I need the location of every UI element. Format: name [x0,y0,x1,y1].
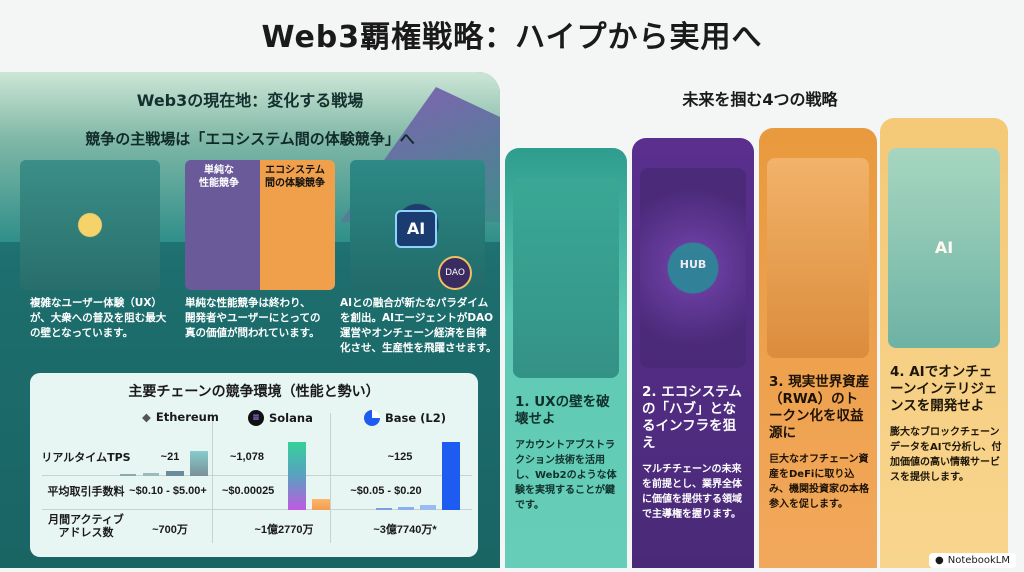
eth-bar [143,473,159,476]
current-state-panel: Web3の現在地：変化する戦場 競争の主戦場は「エコシステム間の体験競争」へ 単… [0,72,500,568]
performance-race-label: 単純な 性能競争 [199,165,239,189]
caption-performance: 単純な性能競争は終わり、 開発者やユーザーにとっての 真の価値が問われています。 [185,297,321,339]
sol-tps: ~1,078 [230,451,264,463]
row-label-tps: リアルタイムTPS [41,451,131,464]
row-label-fee: 平均取引手数料 [47,485,125,498]
ai-label: AI [934,238,954,257]
page-title: Web3覇権戦略：ハイプから実用へ [261,20,763,55]
strategy-title: 2. エコシステムの「ハブ」となるインフラを狙え [642,384,742,451]
strategy-body: 膨大なブロックチェーンデータをAIで分析し、付加価値の高い情報サービスを提供しま… [890,427,1002,483]
notebooklm-badge: ●NotebookLM [929,553,1016,568]
strategies-heading: 未来を掴む4つの戦略 [682,90,838,109]
strategy-body: マルチチェーンの未来を前提とし、業界全体に価値を提供する領域で主導権を握ります。 [642,464,742,520]
panel-subheading: 競争の主戦場は「エコシステム間の体験競争」へ [85,130,415,148]
table-title: 主要チェーンの競争環境（性能と勢い） [128,384,380,400]
strategy-body: アカウントアブストラクション技術を活用し、Web2のような体験を実現することが鍵… [515,440,617,511]
eth-bar [120,474,136,476]
base-bar [420,505,436,510]
ai-chip-icon: AI [395,210,437,248]
strategy-card-ux: 1. UXの壁を破壊せよ アカウントアブストラクション技術を活用し、Web2のよ… [505,148,627,568]
row-divider [42,475,472,476]
base-active-addresses: ~3億7740万* [373,524,437,536]
base-bar [442,442,460,510]
panel-heading: Web3の現在地：変化する戦場 [136,91,364,110]
strategy-title: 4. AIでオンチェーンインテリジェンスを開発せよ [890,364,998,414]
column-divider [330,413,331,543]
header-base: Base (L2) [364,410,446,426]
building-gold-illustration [767,158,869,358]
strategy-card-rwa: 3. 現実世界資産（RWA）のトークン化を収益源に 巨大なオフチェーン資産をDe… [759,128,877,568]
base-tps: ~125 [387,451,413,463]
header-solana: ≡ Solana [248,410,313,426]
strategy-card-ai: AI 4. AIでオンチェーンインテリジェンスを開発せよ 膨大なブロックチェーン… [880,118,1008,568]
eth-fee: ~$0.10 - $5.00+ [129,485,207,497]
hub-label: HUB [679,258,707,271]
base-bar [376,508,392,510]
column-divider [212,413,213,543]
chain-name: Solana [269,411,313,425]
strategy-title: 1. UXの壁を破壊せよ [515,394,610,427]
eth-active-addresses: ~700万 [152,524,188,536]
chain-name: Base (L2) [385,411,447,425]
header-ethereum: ◆ Ethereum [142,410,219,424]
strategy-title: 3. 現実世界資産（RWA）のトークン化を収益源に [769,374,870,441]
solana-icon: ≡ [248,410,264,426]
dao-icon: DAO [438,256,472,290]
hub-network-illustration: HUB [640,168,746,368]
sol-bar [312,499,330,510]
eth-bar [166,471,184,476]
sol-fee: ~$0.00025 [222,485,275,497]
ethereum-icon: ◆ [142,410,151,424]
caption-ux: 複雑なユーザー体験（UX） が、大衆への普及を阻む最大 の壁となっています。 [30,297,167,339]
strategy-body: 巨大なオフチェーン資産をDeFiに取り込み、機関投資家の本格参入を促します。 [769,454,869,510]
ecosystem-race-label: エコシステム 間の体験競争 [265,165,325,189]
road-fork-illustration: 単純な 性能競争 エコシステム 間の体験競争 [185,160,335,290]
caption-ai: AIとの融合が新たなパラダイム を創出。AIエージェントがDAO 運営やオンチェ… [340,297,497,354]
strategy-text: 2. エコシステムの「ハブ」となるインフラを狙え マルチチェーンの未来を前提とし… [642,384,748,522]
notebooklm-icon: ● [935,555,944,566]
chain-name: Ethereum [155,410,219,424]
strategy-text: 1. UXの壁を破壊せよ アカウントアブストラクション技術を活用し、Web2のよ… [515,394,621,513]
base-bar [398,507,414,510]
eth-tps: ~21 [160,451,180,463]
row-divider [42,509,472,510]
base-icon [364,410,380,426]
sol-bar [288,442,306,510]
strategy-text: 4. AIでオンチェーンインテリジェンスを開発せよ 膨大なブロックチェーンデータ… [890,364,1002,485]
ai-cube-magnifier-illustration: AI [888,148,1000,348]
sol-active-addresses: ~1億2770万 [254,524,314,536]
strategy-card-hub: HUB 2. エコシステムの「ハブ」となるインフラを狙え マルチチェーンの未来を… [632,138,754,568]
eth-bar [190,451,208,476]
badge-text: NotebookLM [947,555,1010,566]
row-label-active-addresses: 月間アクティブ アドレス数 [48,513,124,539]
chain-comparison-table: 主要チェーンの競争環境（性能と勢い） ◆ Ethereum ≡ Solana Bas… [30,373,478,557]
complex-ux-locks-illustration [20,160,160,290]
strategy-text: 3. 現実世界資産（RWA）のトークン化を収益源に 巨大なオフチェーン資産をDe… [769,374,871,512]
door-hand-illustration [513,178,619,378]
base-fee: ~$0.05 - $0.20 [350,485,422,497]
